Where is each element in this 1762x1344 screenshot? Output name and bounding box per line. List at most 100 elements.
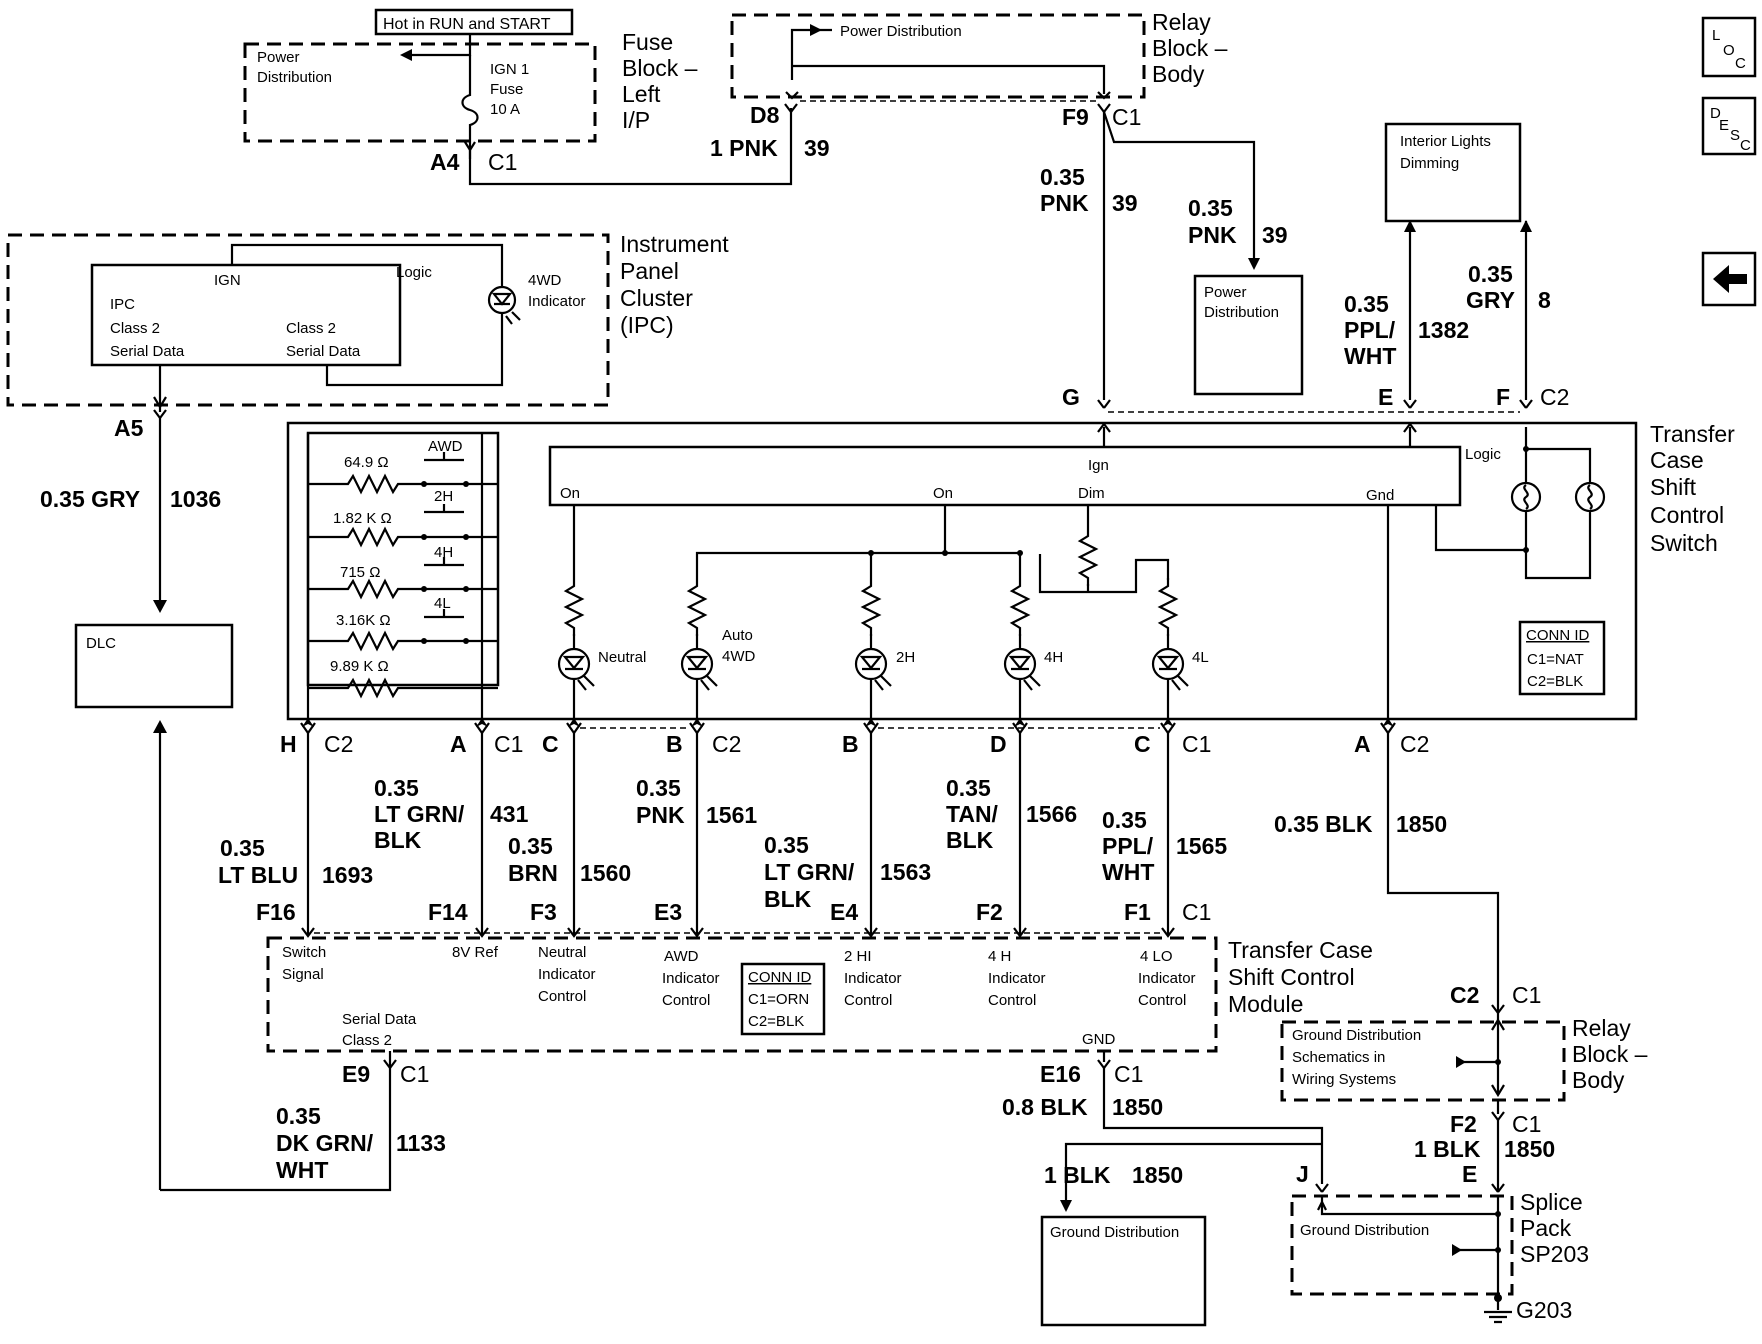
svg-text:Dimming: Dimming [1400, 155, 1459, 172]
svg-text:4H: 4H [434, 544, 453, 561]
svg-text:10 A: 10 A [490, 101, 520, 118]
svg-text:0.35: 0.35 [636, 775, 681, 801]
svg-text:E: E [1462, 1161, 1477, 1187]
svg-text:C2: C2 [324, 731, 353, 757]
svg-text:1 BLK: 1 BLK [1044, 1162, 1111, 1188]
svg-text:Schematics in: Schematics in [1292, 1049, 1385, 1066]
svg-text:BLK: BLK [374, 827, 422, 853]
svg-text:0.35: 0.35 [1344, 291, 1389, 317]
hot-in-run-start-box [374, 8, 574, 36]
svg-text:C1: C1 [488, 149, 517, 175]
svg-text:WHT: WHT [276, 1157, 328, 1183]
svg-text:39: 39 [1262, 222, 1288, 248]
svg-text:C2: C2 [1540, 384, 1569, 410]
mid-wires [306, 733, 1500, 1013]
svg-text:C: C [1134, 731, 1151, 757]
svg-text:CONN ID: CONN ID [748, 969, 812, 986]
instrument-panel-cluster: IGN Logic IPC Class 2 Serial Data Class … [6, 231, 729, 441]
4l-lamp-icon [1151, 647, 1189, 691]
wire-blk-1850-module [1102, 1068, 1324, 1184]
svg-text:Panel: Panel [620, 258, 679, 284]
svg-text:I/P: I/P [622, 107, 650, 133]
svg-text:Distribution: Distribution [257, 69, 332, 86]
svg-text:Relay: Relay [1572, 1015, 1631, 1041]
left-arrow-icon[interactable] [1701, 251, 1757, 307]
svg-text:1133: 1133 [396, 1130, 446, 1156]
svg-text:1850: 1850 [1132, 1162, 1183, 1188]
4h-lamp-icon [1003, 647, 1041, 691]
svg-text:Hot in RUN and START: Hot in RUN and START [383, 16, 551, 33]
svg-text:1850: 1850 [1112, 1094, 1163, 1120]
svg-text:Transfer: Transfer [1650, 421, 1735, 447]
svg-text:Wiring Systems: Wiring Systems [1292, 1071, 1396, 1088]
svg-text:0.35: 0.35 [1468, 261, 1513, 287]
svg-text:C: C [542, 731, 559, 757]
svg-text:F2: F2 [1450, 1111, 1477, 1137]
svg-text:Module: Module [1228, 991, 1303, 1017]
svg-text:0.35: 0.35 [276, 1103, 321, 1129]
svg-text:8: 8 [1538, 287, 1551, 313]
power-distribution-box: Power Distribution [1193, 274, 1304, 396]
svg-text:D8: D8 [750, 102, 780, 128]
loc-icon[interactable]: L O C [1701, 16, 1757, 78]
svg-text:2H: 2H [434, 488, 453, 505]
svg-text:C1: C1 [400, 1061, 429, 1087]
svg-text:C1=NAT: C1=NAT [1527, 651, 1584, 668]
svg-text:Class 2: Class 2 [342, 1032, 392, 1049]
svg-text:1563: 1563 [880, 859, 931, 885]
svg-text:Auto: Auto [722, 627, 753, 644]
svg-text:F16: F16 [256, 899, 296, 925]
svg-text:Cluster: Cluster [620, 285, 693, 311]
svg-text:4WD: 4WD [528, 272, 562, 289]
ground-icon [1484, 1294, 1512, 1324]
desc-icon[interactable]: D E S C [1701, 96, 1757, 156]
svg-text:LT BLU: LT BLU [218, 862, 298, 888]
svg-text:(IPC): (IPC) [620, 312, 674, 338]
svg-text:AWD: AWD [428, 438, 463, 455]
switch-conn-id-box [1518, 620, 1606, 696]
svg-text:Signal: Signal [282, 966, 324, 983]
svg-text:Control: Control [1650, 502, 1724, 528]
svg-text:Fuse: Fuse [622, 29, 673, 55]
dlc-box: DLC [74, 623, 234, 709]
svg-text:4L: 4L [434, 595, 451, 612]
svg-text:Control: Control [1138, 992, 1186, 1009]
svg-text:BLK: BLK [764, 886, 812, 912]
svg-text:D: D [1710, 105, 1721, 122]
svg-text:Block –: Block – [1152, 35, 1228, 61]
svg-text:Logic: Logic [1465, 446, 1501, 463]
svg-text:PPL/: PPL/ [1102, 833, 1154, 859]
svg-text:E: E [1378, 384, 1393, 410]
svg-text:C1: C1 [1114, 1061, 1143, 1087]
svg-text:C2=BLK: C2=BLK [1527, 673, 1583, 690]
svg-text:Indicator: Indicator [662, 970, 720, 987]
svg-text:C1: C1 [1182, 731, 1211, 757]
svg-text:Power: Power [1204, 284, 1247, 301]
auto-4wd-lamp-icon [680, 647, 718, 691]
svg-text:GRY: GRY [1466, 287, 1515, 313]
svg-text:A: A [1354, 731, 1371, 757]
svg-text:WHT: WHT [1344, 343, 1396, 369]
svg-text:Splice: Splice [1520, 1189, 1583, 1215]
svg-text:B: B [842, 731, 859, 757]
svg-text:0.35: 0.35 [1040, 164, 1085, 190]
svg-text:0.35: 0.35 [946, 775, 991, 801]
svg-text:1561: 1561 [706, 802, 757, 828]
svg-text:3.16K Ω: 3.16K Ω [336, 612, 391, 629]
switch-illumination-lamp-icon [1574, 481, 1606, 513]
svg-text:C2: C2 [1450, 982, 1479, 1008]
svg-text:Instrument: Instrument [620, 231, 729, 257]
svg-text:GND: GND [1082, 1031, 1116, 1048]
svg-text:9.89 K Ω: 9.89 K Ω [330, 658, 389, 675]
svg-text:E: E [1719, 117, 1729, 134]
svg-text:F14: F14 [428, 899, 468, 925]
svg-text:C1: C1 [1112, 104, 1141, 130]
svg-text:Left: Left [622, 81, 661, 107]
svg-text:C: C [1735, 55, 1746, 72]
svg-text:SP203: SP203 [1520, 1241, 1589, 1267]
svg-text:F9: F9 [1062, 104, 1089, 130]
svg-text:CONN ID: CONN ID [1526, 627, 1590, 644]
svg-text:DK GRN/: DK GRN/ [276, 1130, 374, 1156]
svg-text:H: H [280, 731, 297, 757]
svg-text:4L: 4L [1192, 649, 1209, 666]
